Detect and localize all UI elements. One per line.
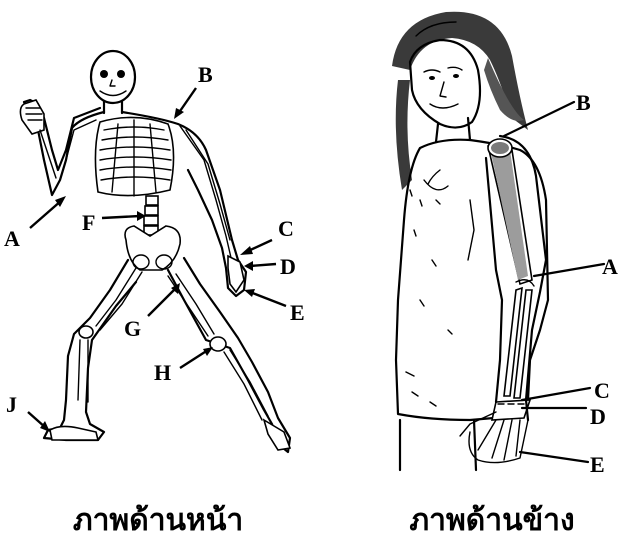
front-label-d: D <box>280 254 296 279</box>
front-label-b: B <box>198 62 213 87</box>
front-spine <box>144 196 158 235</box>
side-label-c: C <box>594 378 610 403</box>
front-label-h: H <box>154 360 171 385</box>
front-left-foot <box>50 426 98 440</box>
front-label-e: E <box>290 300 305 325</box>
front-skull <box>91 51 135 103</box>
front-fist <box>20 100 44 134</box>
front-label-f: F <box>82 210 95 235</box>
side-arm-bones <box>460 139 534 463</box>
front-rib-cage <box>95 117 173 196</box>
front-label-a: A <box>4 226 20 251</box>
front-label-j: J <box>6 392 17 417</box>
side-face <box>410 40 480 128</box>
side-label-d: D <box>590 404 606 429</box>
front-view-caption: ภาพด้านหน้า <box>73 503 243 538</box>
side-view-figure <box>392 12 548 470</box>
side-label-b: B <box>576 90 591 115</box>
front-right-foot <box>264 420 290 450</box>
front-label-g: G <box>124 316 141 341</box>
front-label-c: C <box>278 216 294 241</box>
side-view-caption: ภาพด้านข้าง <box>409 503 574 538</box>
side-label-e: E <box>590 452 605 477</box>
side-label-a: A <box>602 254 618 279</box>
